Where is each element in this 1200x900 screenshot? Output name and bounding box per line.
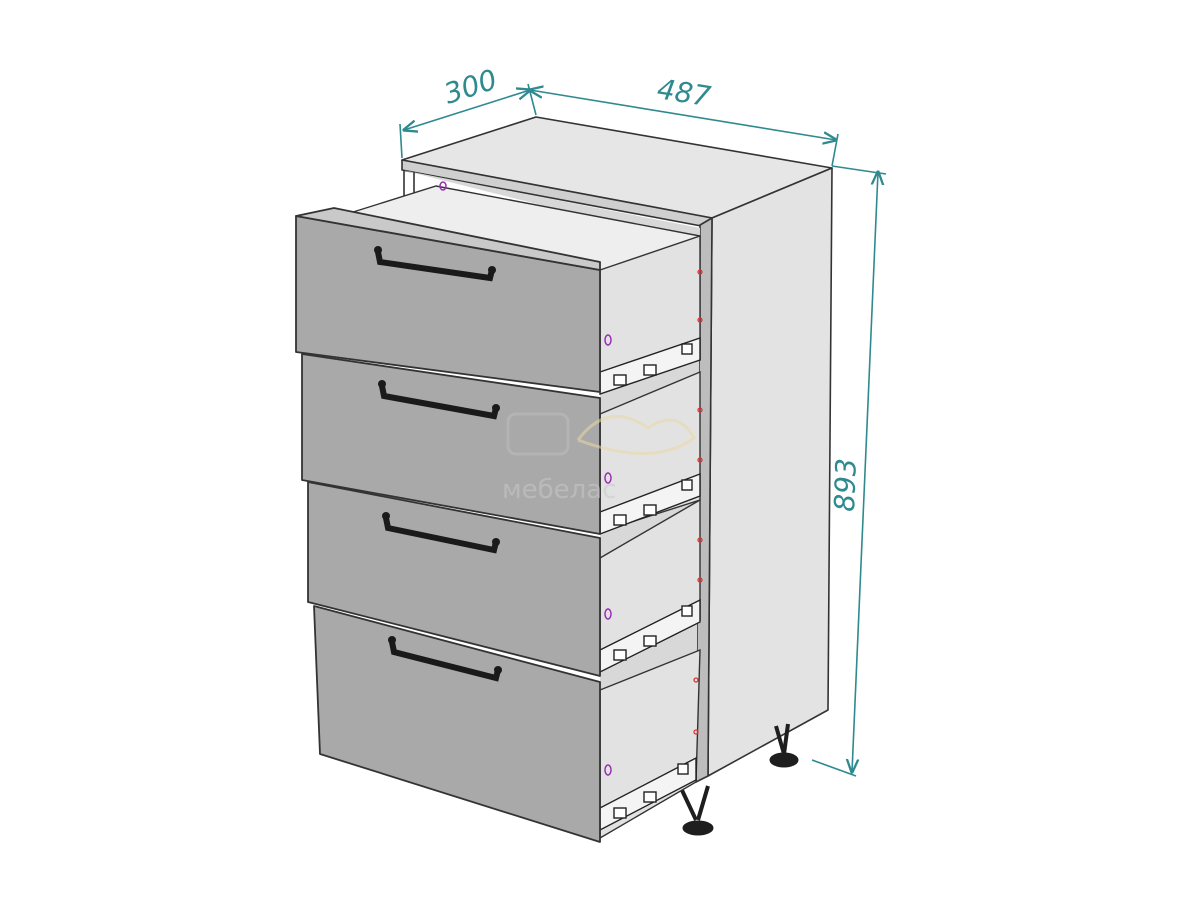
dimension-depth-line (404, 90, 530, 130)
screw-marks (693, 269, 703, 735)
dimension-width-label: 487 (655, 72, 713, 113)
drawer-handles (374, 246, 502, 682)
connector-marks (439, 181, 612, 776)
dimension-height-label: 893 (828, 458, 863, 513)
dimension-width-line (530, 90, 836, 140)
watermark: мебелас (502, 412, 696, 505)
cabinet-legs (678, 723, 799, 836)
watermark-logo-icon (506, 412, 696, 456)
drawer-front-4[interactable] (313, 605, 601, 843)
handle-1[interactable] (374, 246, 496, 282)
dimension-depth-label: 300 (440, 63, 501, 111)
drawer-front-2[interactable] (301, 353, 601, 535)
leg-back (769, 723, 799, 768)
dimension-lines (399, 83, 887, 777)
handle-2[interactable] (378, 380, 500, 420)
handle-3[interactable] (382, 512, 500, 554)
handle-4[interactable] (388, 636, 502, 682)
runner-1 (599, 337, 701, 395)
cabinet-right-side (707, 167, 833, 777)
drawer-front-3[interactable] (307, 481, 601, 677)
dimension-height-line (852, 172, 878, 772)
watermark-text: мебелас (502, 475, 617, 505)
leg-front (678, 785, 714, 836)
drawer-runners (599, 337, 701, 832)
drawer-fronts (295, 207, 601, 843)
